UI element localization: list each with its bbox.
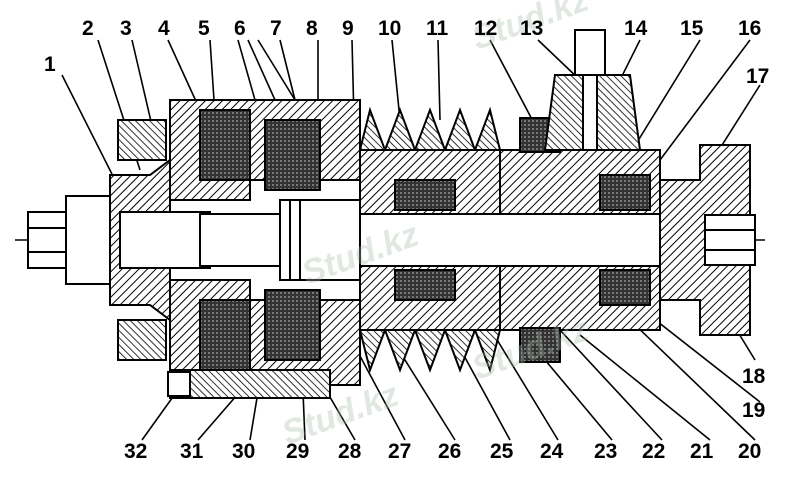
right-flange [659,144,756,336]
left-housing [167,99,361,399]
callout-14: 14 [624,17,648,40]
callout-3: 3 [120,17,132,40]
callout-31: 31 [180,440,204,463]
callout-4: 4 [158,17,170,40]
callout-25: 25 [490,440,514,463]
callout-17: 17 [746,65,770,88]
central-body [394,117,661,363]
callout-16: 16 [738,17,762,40]
callout-24: 24 [540,440,564,463]
callout-2: 2 [82,17,94,40]
callout-26: 26 [438,440,462,463]
callout-20: 20 [738,440,762,463]
oil-fitting [543,29,642,151]
callout-32: 32 [124,440,148,463]
callout-10: 10 [378,17,402,40]
callout-18: 18 [742,365,766,388]
callout-1: 1 [44,53,56,76]
callout-22: 22 [642,440,666,463]
left-shaft-end [27,119,211,361]
callout-21: 21 [690,440,714,463]
callout-13: 13 [520,17,544,40]
callout-11: 11 [426,17,449,40]
callout-19: 19 [742,399,766,422]
callout-9: 9 [342,17,354,40]
callout-12: 12 [474,17,498,40]
callout-6: 6 [234,17,246,40]
callout-15: 15 [680,17,704,40]
callout-30: 30 [232,440,256,463]
callout-7: 7 [270,17,282,40]
callout-28: 28 [338,440,362,463]
callout-5: 5 [198,17,210,40]
callout-29: 29 [286,440,310,463]
callout-27: 27 [388,440,412,463]
callout-23: 23 [594,440,618,463]
callout-8: 8 [306,17,318,40]
